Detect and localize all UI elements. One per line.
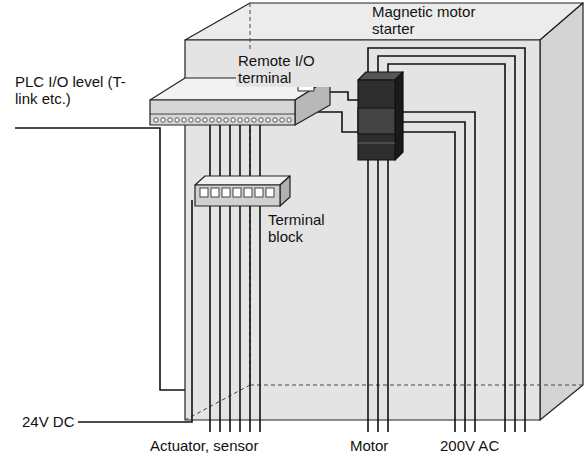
magnetic-motor-starter [358,72,403,160]
motor-label: Motor [350,438,388,455]
terminal-block-cells [200,188,274,197]
motor-starter-label: Magnetic motor starter [372,4,494,37]
hidden-edges [185,3,583,420]
cabinet [185,3,583,420]
terminal-block-label: Terminal block [268,212,340,245]
wires [15,48,525,432]
plc-io-label: PLC I/O level (T-link etc.) [15,74,133,107]
supply-label: 200V AC [440,438,499,455]
io-device-label: Actuator, sensor [150,438,258,455]
supply-label: 24V DC [22,414,75,431]
terminal-block [195,176,290,206]
remote-io-label: Remote I/O terminal [236,52,332,87]
terminal-screws [154,118,291,122]
